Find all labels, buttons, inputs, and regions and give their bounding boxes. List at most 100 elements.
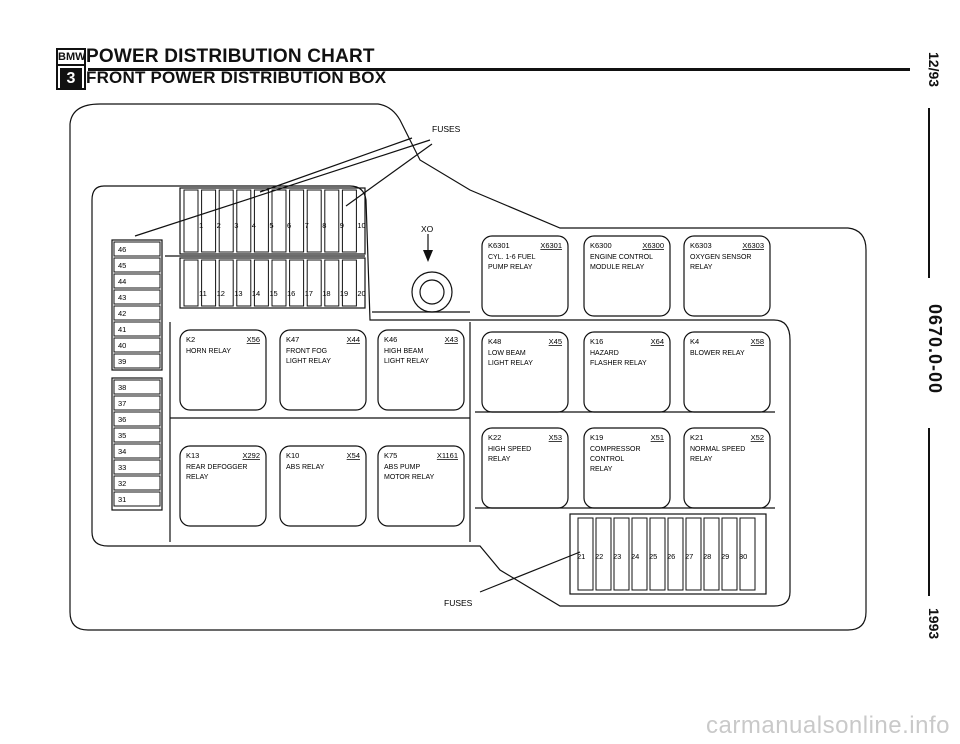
xo-arrow [423, 250, 433, 262]
fuse-slot [703, 517, 720, 591]
fuse-slot [341, 259, 357, 307]
relay-connector: X56 [247, 335, 260, 344]
fuse-slot [113, 273, 161, 289]
fuse-slot [218, 259, 234, 307]
fuse-slot [253, 189, 269, 253]
relay-outline [179, 445, 267, 527]
fuse-slot [113, 395, 161, 411]
fuses-label-bottom: FUSES [444, 598, 473, 608]
relay-description: OXYGEN SENSOR [690, 254, 751, 261]
relay-description: RELAY [590, 466, 613, 473]
fuse-number: 27 [685, 552, 693, 561]
fuse-slot [324, 259, 340, 307]
fuse-number: 44 [118, 277, 126, 286]
fuse-number: 40 [118, 341, 126, 350]
fuse-number: 14 [252, 289, 260, 298]
fuse-slot [577, 517, 594, 591]
fuse-number: 12 [217, 289, 225, 298]
fuse-slot [324, 189, 340, 253]
inner-panel [91, 185, 791, 607]
fuse-number: 34 [118, 447, 126, 456]
relay-description: LOW BEAM [488, 350, 526, 357]
fuse-number: 1 [199, 221, 203, 230]
fuse-number: 36 [118, 415, 126, 424]
relay-description: CONTROL [590, 456, 624, 463]
fuse-number: 6 [287, 221, 291, 230]
relay-id: K6301 [488, 241, 510, 250]
relay-description: HORN RELAY [186, 348, 231, 355]
relay-id: K10 [286, 451, 299, 460]
relay-outline [377, 445, 465, 527]
fuse-slot [113, 289, 161, 305]
relay-description: REAR DEFOGGER [186, 464, 247, 471]
relay-description: BLOWER RELAY [690, 350, 745, 357]
fuse-slot [113, 305, 161, 321]
fuse-number: 17 [305, 289, 313, 298]
fuse-number: 35 [118, 431, 126, 440]
fuse-slot [631, 517, 648, 591]
logo-brand: BMW [58, 50, 86, 66]
fuse-number: 21 [577, 552, 585, 561]
fuse-slot [253, 259, 269, 307]
fuse-number: 4 [252, 221, 256, 230]
relay-outline [279, 329, 367, 411]
fuse-number: 42 [118, 309, 126, 318]
relay-connector: X43 [445, 335, 458, 344]
relay-id: K48 [488, 337, 501, 346]
fuses-label-top: FUSES [432, 124, 461, 134]
fuse-number: 38 [118, 383, 126, 392]
fuse-number: 33 [118, 463, 126, 472]
relay-connector: X52 [751, 433, 764, 442]
fuses-leader-c [345, 143, 433, 207]
relay-id: K46 [384, 335, 397, 344]
relay-id: K6303 [690, 241, 712, 250]
fuse-slot [113, 337, 161, 353]
relay-connector: X51 [651, 433, 664, 442]
fuse-slot [721, 517, 738, 591]
relay-outline [481, 331, 569, 413]
fuse-slot [201, 189, 217, 253]
fuse-number: 29 [721, 552, 729, 561]
relay-description: HAZARD [590, 350, 619, 357]
fuse-number: 22 [595, 552, 603, 561]
relay-description: LIGHT RELAY [488, 360, 533, 367]
fuse-number: 24 [631, 552, 639, 561]
relay-description: RELAY [690, 456, 713, 463]
fuse-number: 31 [118, 495, 126, 504]
fuse-number: 26 [667, 552, 675, 561]
fuse-number: 11 [199, 289, 207, 298]
relay-connector: X58 [751, 337, 764, 346]
fuse-number: 7 [305, 221, 309, 230]
relay-description: ABS RELAY [286, 464, 325, 471]
fuse-slot [595, 517, 612, 591]
relay-connector: X6303 [742, 241, 764, 250]
side-rule-2 [928, 428, 930, 596]
fuse-slot [271, 259, 287, 307]
fuse-number: 39 [118, 357, 126, 366]
fuse-number: 43 [118, 293, 126, 302]
fuse-slot [739, 517, 756, 591]
fuse-number: 5 [269, 221, 273, 230]
relay-connector: X6300 [642, 241, 664, 250]
fuse-slot [113, 257, 161, 273]
relay-description: COMPRESSOR [590, 446, 641, 453]
fuse-number: 37 [118, 399, 126, 408]
relay-outline [583, 427, 671, 509]
relay-description: CYL. 1-6 FUEL [488, 254, 536, 261]
relay-connector: X292 [242, 451, 260, 460]
relay-id: K16 [590, 337, 603, 346]
relay-description: FRONT FOG [286, 348, 327, 355]
fuses-leader-b [259, 137, 413, 193]
fuse-number: 23 [613, 552, 621, 561]
fuse-number: 15 [269, 289, 277, 298]
fuse-slot [667, 517, 684, 591]
fuse-number: 19 [340, 289, 348, 298]
fuse-slot [113, 411, 161, 427]
